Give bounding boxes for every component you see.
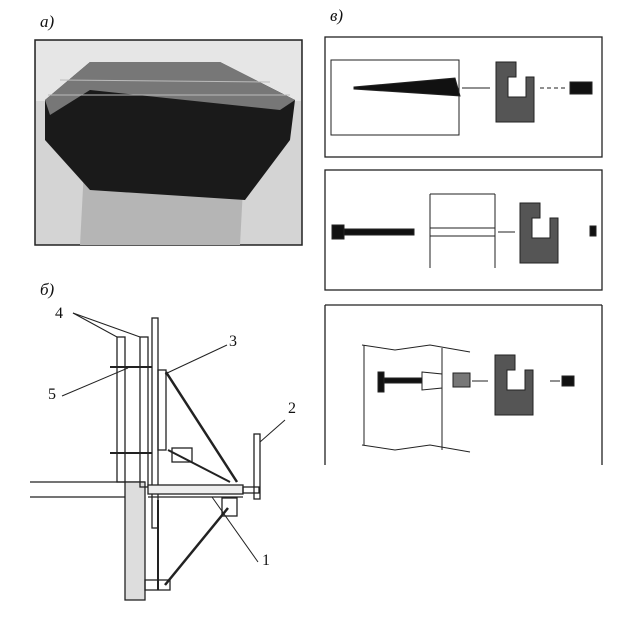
callout-3: 3 (229, 333, 237, 350)
climbing-formwork-section (30, 312, 286, 601)
callout-4: 4 (55, 305, 63, 322)
connection-detail-3 (324, 304, 603, 465)
connection-detail-1 (324, 36, 603, 158)
callout-2: 2 (288, 400, 296, 417)
panel-a-label: а) (40, 12, 55, 31)
panel-b-label: б) (40, 280, 55, 299)
callout-1: 1 (262, 552, 270, 569)
tower-photo (34, 39, 303, 246)
connection-detail-2 (324, 169, 603, 291)
panel-v-label: в) (330, 6, 344, 25)
callout-5: 5 (48, 386, 56, 403)
